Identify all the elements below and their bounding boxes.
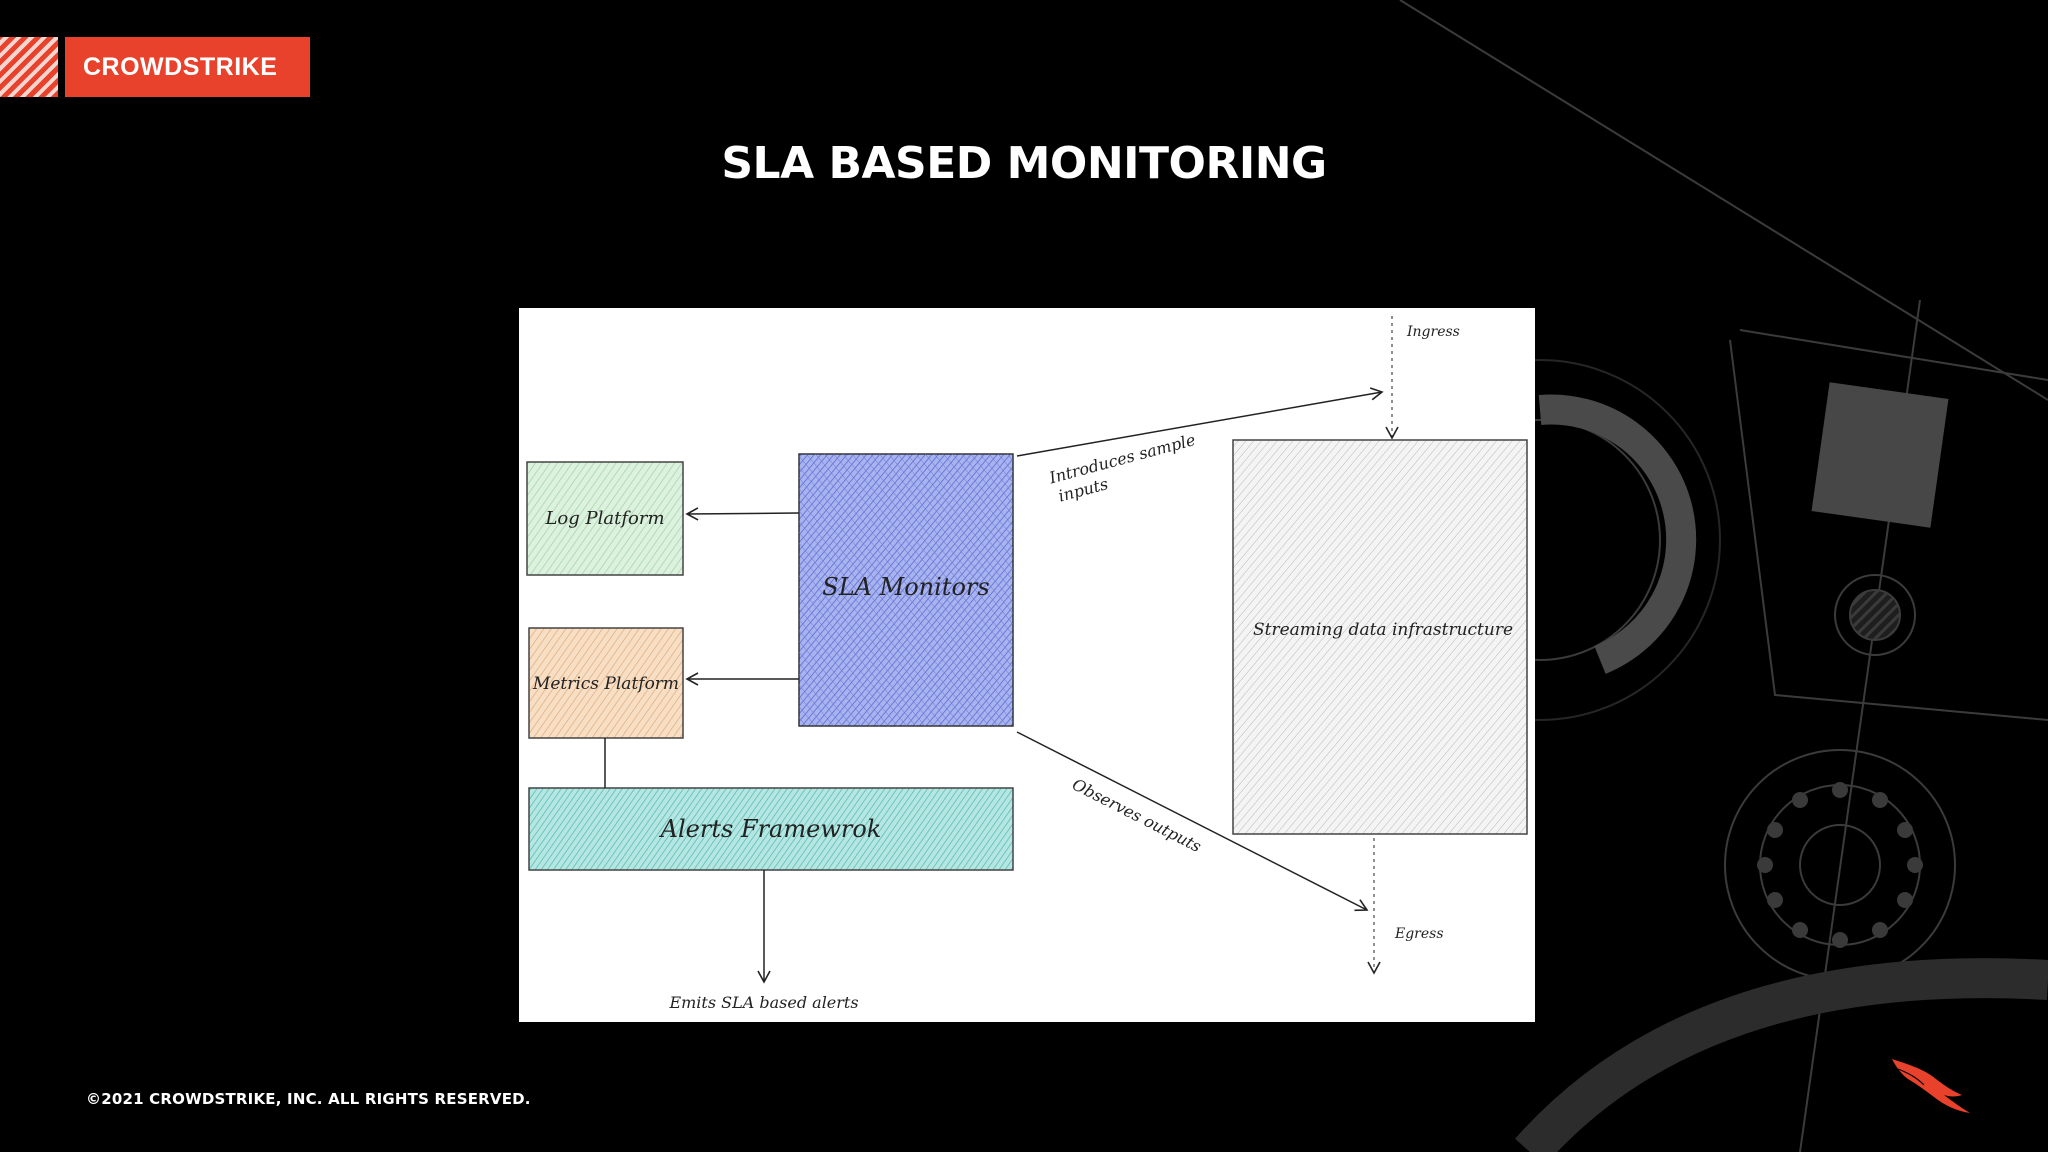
emits-label: Emits SLA based alerts — [668, 993, 858, 1012]
copyright-text: ©2021 CROWDSTRIKE, INC. ALL RIGHTS RESER… — [86, 1090, 531, 1108]
alerts-framework-box: Alerts Framewrok — [528, 787, 1014, 871]
metrics-platform-box: Metrics Platform — [528, 627, 684, 739]
slide-title: SLA BASED MONITORING — [721, 138, 1327, 189]
architecture-diagram: Log Platform Metrics Platform SLA Monito… — [519, 308, 1535, 1022]
alerts-framework-label: Alerts Framewrok — [659, 815, 882, 843]
egress-label: Egress — [1394, 926, 1444, 942]
introduces-label-line1: Introduces sample — [1046, 430, 1197, 488]
arrow-introduces-inputs — [1016, 387, 1384, 457]
log-platform-label: Log Platform — [544, 508, 664, 529]
diagram-canvas: Log Platform Metrics Platform SLA Monito… — [526, 316, 1528, 1012]
sla-monitors-label: SLA Monitors — [822, 573, 989, 601]
crowdstrike-logo: CROWDSTRIKE — [65, 37, 310, 97]
streaming-infra-box: Streaming data infrastructure — [1232, 439, 1528, 835]
log-platform-box: Log Platform — [526, 461, 684, 576]
arrow-to-log-platform — [685, 507, 800, 521]
logo-text: CROWDSTRIKE — [83, 52, 278, 81]
arrow-observes-outputs — [1016, 731, 1369, 912]
falcon-icon — [1892, 1059, 1970, 1113]
streaming-infra-label: Streaming data infrastructure — [1253, 620, 1513, 640]
sla-monitors-box: SLA Monitors — [798, 453, 1014, 727]
metrics-platform-label: Metrics Platform — [532, 674, 679, 694]
ingress-label: Ingress — [1406, 324, 1460, 340]
observes-label: Observes outputs — [1069, 775, 1204, 856]
logo-stripes — [0, 37, 58, 97]
